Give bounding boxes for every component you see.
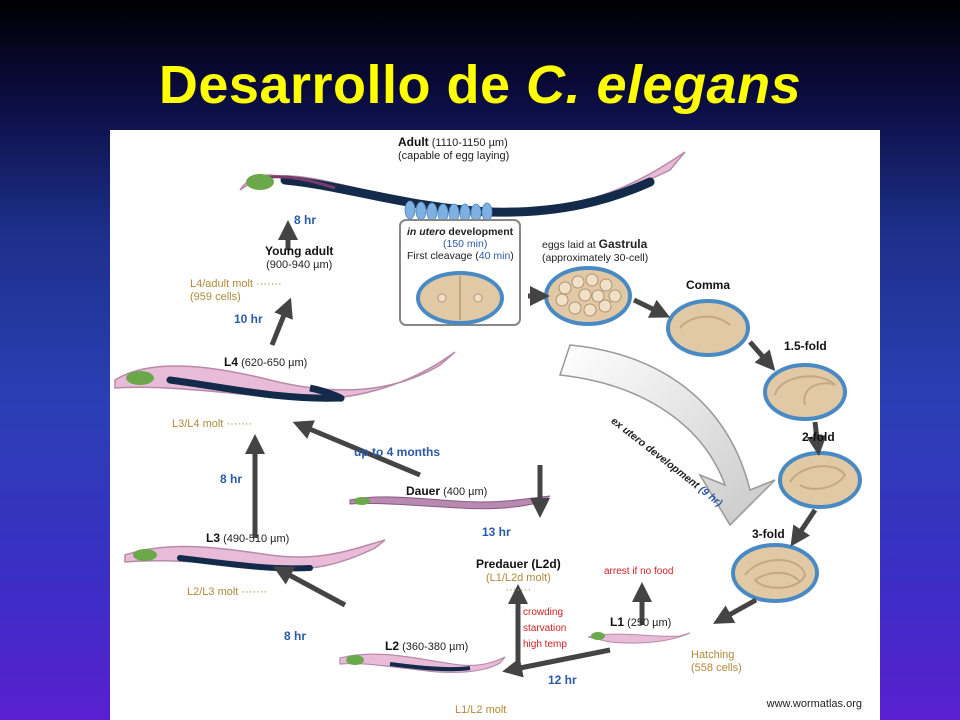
gastrula-egg [544,266,632,326]
in-utero-box [399,219,521,326]
hatching-text: Hatching [691,649,735,661]
comma-label: Comma [686,278,731,292]
gastrula-label: eggs laid at Gastrula (approximately 30-… [542,237,649,264]
cells-558: (558 cells) [691,661,742,674]
dauer-label: Dauer (400 µm) [406,484,488,499]
predauer-conditions: crowding starvation high temp [523,605,567,653]
l2-label: L2 (360-380 µm) [385,639,469,654]
condition-crowding: crowding [523,607,564,618]
predauer-title: Predauer (L2d) [476,557,561,571]
adult-worm [239,151,686,223]
l1-l2-molt-label: L1/L2 molt [455,704,507,716]
diagram-graphics [114,151,862,678]
l1-title: L1 [610,615,625,629]
l3-label: L3 (490-510 µm) [206,531,290,546]
in-utero-label: in utero development (150 min) First cle… [407,226,514,262]
l3-l4-molt-label: L3/L4 molt ······· [172,418,252,431]
slide-title-italic: C. elegans [526,55,802,115]
adult-size: (1110-1150 µm) [431,137,508,149]
gastrula-note: (approximately 30-cell) [542,251,649,264]
l1-label: L1 (250 µm) [610,615,672,630]
l3-size: (490-510 µm) [223,533,290,545]
dauer-size: (400 µm) [443,486,488,498]
dauer-title: Dauer [406,484,441,498]
duration-up-to-4-months: up to 4 months [354,445,440,459]
young-adult-size: (900-940 µm) [266,258,333,271]
l2-size: (360-380 µm) [402,641,469,653]
duration-12hr: 12 hr [548,673,577,687]
arrest-label: arrest if no food [604,566,674,577]
duration-8hr-b: 8 hr [220,472,243,486]
l3-l4-molt-text: L3/L4 molt [172,418,224,430]
l3-title: L3 [206,531,221,545]
l4-adult-molt-text: L4/adult molt [190,278,253,290]
stage-arrows [245,220,827,678]
l4-label: L4 (620-650 µm) [224,355,308,370]
l1-size: (250 µm) [627,617,672,629]
comma-egg [666,299,750,357]
in-utero-time: (150 min) [443,238,488,251]
molt-dots-2: ······· [226,418,253,430]
source-credit: www.wormatlas.org [766,698,862,710]
predauer-molt: (L1/L2d molt) [485,571,551,584]
duration-10hr: 10 hr [234,312,263,326]
in-utero-rest: development [445,226,514,238]
molt-dots-1: ······· [256,278,282,290]
l4-size: (620-650 µm) [241,357,308,369]
in-utero-italic: in utero [407,226,446,238]
cells-959: (959 cells) [190,290,241,303]
l2-l3-molt-text: L2/L3 molt [187,586,239,598]
condition-high-temp: high temp [523,639,567,650]
fold-2-egg [778,451,862,509]
l1-worm [587,632,691,644]
life-cycle-diagram: Adult (1110-1150 µm) (capable of egg lay… [110,130,880,720]
predauer-label: Predauer (L2d) (L1/L2d molt) ······· [476,557,561,597]
l4-adult-molt-label: L4/adult molt ······· (959 cells) [190,278,282,303]
eggs-laid: eggs laid at [542,239,599,251]
ex-utero-arrow [558,344,776,527]
duration-13hr: 13 hr [482,525,511,539]
l2-l3-molt-label: L2/L3 molt ······· [187,586,267,599]
fold-3-egg [731,543,819,603]
adult-note: (capable of egg laying) [398,149,510,162]
l2-title: L2 [385,639,400,653]
slide-title: Desarrollo de C. elegans [0,58,960,112]
duration-8hr-a: 8 hr [294,213,317,227]
fold-1-5-egg [763,363,847,421]
l2-worm [339,653,506,673]
first-cleavage: First cleavage ( [407,250,479,263]
fold-2-label: 2-fold [802,430,835,444]
l4-worm [114,351,456,402]
adult-label: Adult (1110-1150 µm) (capable of egg lay… [398,135,510,162]
fold-1-5-label: 1.5-fold [784,339,827,353]
l3-worm [124,539,386,572]
duration-8hr-c: 8 hr [284,629,307,643]
first-cleavage-end: ) [510,250,514,263]
young-adult-label: Young adult (900-940 µm) [265,244,334,271]
fold-3-label: 3-fold [752,527,785,541]
adult-title: Adult [398,135,429,149]
hatching-label: Hatching (558 cells) [691,649,742,674]
young-adult-title: Young adult [265,244,334,258]
slide-title-plain: Desarrollo de [158,55,526,115]
molt-dots-3: ······· [505,584,532,597]
first-cleavage-time: 40 min [478,250,511,263]
molt-dots-4: ······· [241,586,268,598]
condition-starvation: starvation [523,623,567,634]
gastrula-title: Gastrula [598,237,648,251]
l4-title: L4 [224,355,239,369]
